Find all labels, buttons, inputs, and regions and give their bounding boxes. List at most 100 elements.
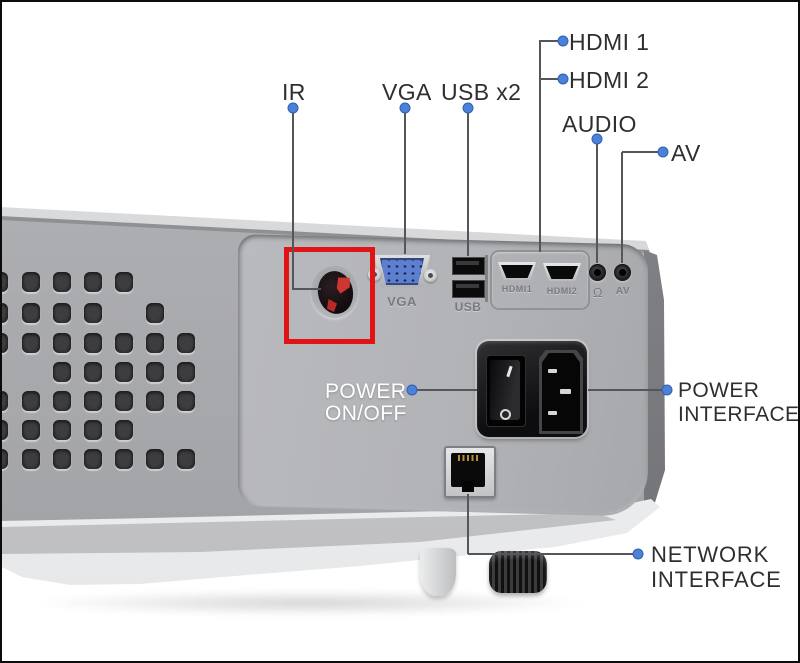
- label-ir: IR: [282, 79, 306, 105]
- vent-hole: [84, 449, 102, 469]
- power-module: [477, 341, 587, 437]
- label-power-onoff-line1: POWER: [325, 380, 407, 403]
- switch-off-mark: [500, 409, 511, 420]
- vent-hole: [53, 391, 71, 411]
- vent-hole: [115, 272, 133, 292]
- hdmi1-port-label: HDMI1: [501, 284, 533, 294]
- vent-hole: [84, 391, 102, 411]
- av-jack: [614, 264, 631, 281]
- vent-hole: [0, 449, 8, 469]
- leader-line-av: [621, 152, 623, 263]
- vent-hole: [146, 362, 164, 382]
- vent-hole: [22, 303, 40, 323]
- foot-left: [420, 548, 456, 596]
- vent-hole: [53, 333, 71, 353]
- vent-hole: [146, 303, 164, 323]
- vent-hole: [146, 391, 164, 411]
- vent-hole: [53, 272, 71, 292]
- leader-line-power-switch: [417, 389, 477, 391]
- hdmi2-port: [543, 263, 581, 281]
- hdmi2-opening: [546, 266, 578, 279]
- vent-hole: [0, 333, 8, 353]
- callout-dot-usb: [462, 102, 474, 114]
- vent-hole: [115, 362, 133, 382]
- label-hdmi2: HDMI 2: [569, 67, 650, 93]
- label-usb: USB x2: [441, 79, 522, 105]
- inlet-pin: [548, 411, 557, 415]
- label-network-interface-line2: INTERFACE: [651, 567, 782, 592]
- leader-line-network: [468, 553, 633, 555]
- floor-shadow: [30, 590, 590, 616]
- vent-hole: [146, 333, 164, 353]
- vent-hole: [22, 333, 40, 353]
- hdmi2-port-label: HDMI2: [546, 286, 578, 296]
- headphone-icon: Ω: [592, 285, 604, 300]
- vent-hole: [84, 272, 102, 292]
- vent-hole: [84, 420, 102, 440]
- leader-line-power-interface: [588, 389, 662, 391]
- vent-hole: [146, 449, 164, 469]
- leader-line-usb: [467, 113, 469, 256]
- ir-highlight-box: [284, 247, 375, 344]
- vent-hole: [22, 449, 40, 469]
- vent-hole: [53, 362, 71, 382]
- label-vga: VGA: [382, 79, 432, 105]
- usb-port-2: [452, 280, 485, 298]
- label-audio: AUDIO: [562, 111, 637, 137]
- rj45-pins: [458, 455, 478, 461]
- callout-dot-hdmi1: [557, 35, 569, 47]
- vent-hole: [115, 391, 133, 411]
- vent-hole: [0, 420, 8, 440]
- vent-hole: [115, 333, 133, 353]
- leader-line-hdmi1: [540, 40, 559, 42]
- callout-dot-power-switch: [406, 384, 418, 396]
- vent-hole: [84, 362, 102, 382]
- inlet-pin: [548, 369, 557, 373]
- network-port: [444, 446, 496, 498]
- av-port-label: AV: [615, 286, 631, 297]
- label-av: AV: [671, 140, 701, 166]
- ir-sensor-reflection: [327, 299, 337, 312]
- vent-hole: [84, 333, 102, 353]
- leader-line-network: [467, 494, 469, 554]
- usb-slot: [456, 261, 479, 265]
- usb-port-1: [452, 257, 485, 275]
- vent-hole: [115, 420, 133, 440]
- hdmi1-opening: [501, 265, 533, 278]
- vent-hole: [53, 303, 71, 323]
- callout-dot-network: [632, 548, 644, 560]
- hdmi-port-group: HDMI1 HDMI2: [490, 250, 590, 310]
- vent-hole: [53, 449, 71, 469]
- leader-line-vga: [404, 113, 406, 254]
- vent-hole: [177, 449, 195, 469]
- vent-hole: [22, 420, 40, 440]
- callout-dot-audio: [591, 133, 603, 145]
- label-power-onoff: POWER ON/OFF: [325, 381, 407, 425]
- vent-hole: [22, 272, 40, 292]
- leader-line-ir: [292, 288, 321, 290]
- vent-hole: [177, 333, 195, 353]
- vent-hole: [0, 272, 8, 292]
- vent-hole: [177, 391, 195, 411]
- vent-hole: [53, 420, 71, 440]
- leader-line-hdmi2: [540, 78, 559, 80]
- callout-dot-av: [657, 146, 669, 158]
- label-hdmi1: HDMI 1: [569, 29, 650, 55]
- vga-connector: [380, 258, 424, 285]
- leader-line-hdmi: [539, 40, 541, 252]
- label-power-interface: POWER INTERFACE: [678, 379, 799, 427]
- leader-line-ir: [292, 112, 294, 289]
- usb-bracket: [485, 255, 488, 302]
- leader-line-av: [622, 151, 658, 153]
- vga-screw-right: [424, 269, 437, 282]
- hdmi1-port: [498, 262, 536, 280]
- vent-hole: [115, 449, 133, 469]
- label-network-interface: NETWORK INTERFACE: [651, 542, 782, 592]
- callout-dot-vga: [399, 102, 411, 114]
- inlet-pin: [560, 389, 571, 394]
- callout-dot-hdmi2: [557, 73, 569, 85]
- av-jack-group: AV: [614, 264, 638, 310]
- foot-adjustable: [489, 551, 547, 593]
